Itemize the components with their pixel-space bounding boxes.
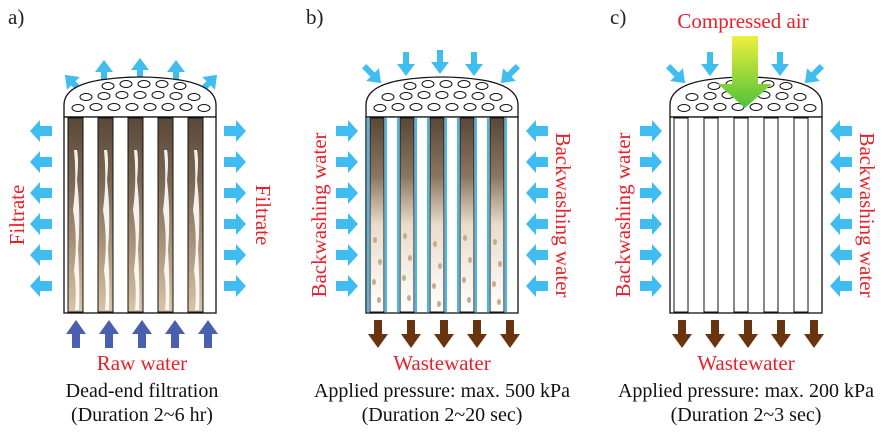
bottom-label: Raw water — [97, 351, 187, 375]
caption-line1: Applied pressure: max. 200 kPa — [618, 380, 874, 402]
left-side-label: Backwashing water — [307, 132, 331, 297]
left-backwash-arrows — [640, 120, 662, 297]
panel-letter: b) — [306, 5, 324, 29]
top-backwash-arrows — [361, 50, 521, 84]
wastewater-arrows — [368, 320, 520, 348]
wastewater-arrows — [672, 320, 824, 348]
top-backwash-arrows — [665, 52, 825, 84]
raw-water-arrows — [66, 320, 218, 348]
left-backwash-arrows — [336, 120, 358, 297]
compressed-air-label: Compressed air — [677, 9, 808, 33]
panel-b: b) — [306, 5, 575, 426]
panel-c: c) Compressed air — [610, 5, 879, 426]
right-filtrate-arrows — [224, 120, 246, 297]
clean-fibers — [673, 117, 809, 313]
left-filtrate-arrows — [30, 120, 52, 297]
caption-line1: Applied pressure: max. 500 kPa — [314, 380, 570, 402]
left-side-label: Filtrate — [5, 185, 29, 246]
dome-holes — [677, 80, 817, 112]
fiber-channels — [73, 150, 200, 310]
right-backwash-arrows — [526, 120, 548, 297]
caption-line2: (Duration 2~6 hr) — [71, 404, 213, 426]
panel-letter: a) — [8, 5, 24, 29]
panel-a: a) — [5, 5, 275, 426]
right-side-label: Filtrate — [251, 185, 275, 246]
right-backwash-arrows — [830, 120, 852, 297]
caption-line2: (Duration 2~20 sec) — [362, 404, 523, 426]
caption-line1: Dead-end filtration — [66, 380, 219, 402]
backwash-gaps — [367, 118, 507, 312]
bottom-label: Wastewater — [393, 351, 490, 375]
bottom-label: Wastewater — [697, 351, 794, 375]
detached-particles — [372, 233, 502, 307]
right-side-label: Backwashing water — [551, 132, 575, 297]
compressed-air-arrow — [718, 36, 772, 108]
right-side-label: Backwashing water — [855, 132, 879, 297]
dome-holes — [373, 80, 513, 112]
dome-holes — [71, 80, 211, 112]
caption-line2: (Duration 2~3 sec) — [671, 404, 822, 426]
left-side-label: Backwashing water — [611, 132, 635, 297]
panel-letter: c) — [610, 5, 626, 29]
